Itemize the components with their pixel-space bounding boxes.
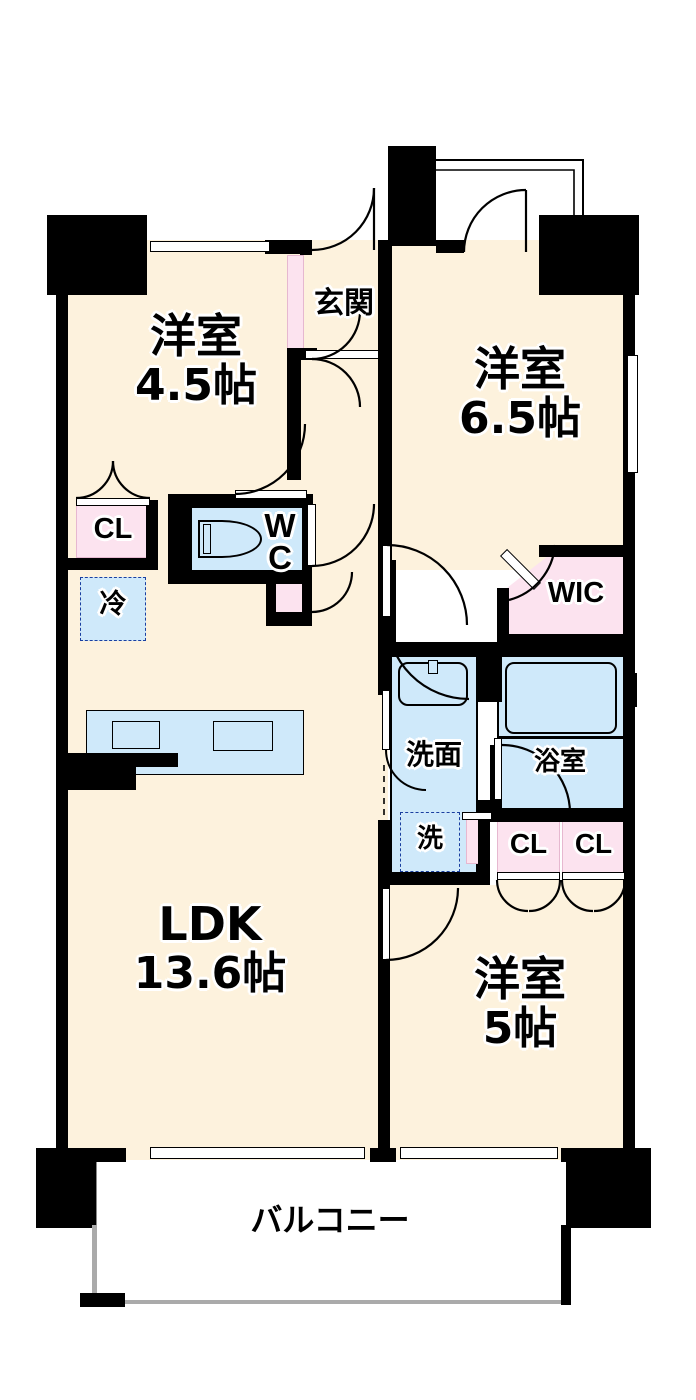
kitchen-sink (112, 721, 160, 749)
door-slab-washer-closet[interactable] (462, 812, 492, 820)
exterior-wall-right-lower (623, 655, 635, 1165)
window-se-balcony (400, 1147, 558, 1159)
label-ldk-size: 13.6帖 (133, 947, 287, 999)
faucet (428, 660, 438, 674)
door-slab-bathroom[interactable] (494, 738, 502, 800)
label-washroom: 洗面 (405, 738, 462, 771)
wall-se-bottom-right (561, 1148, 639, 1162)
wall-wc-closet-bottom (266, 612, 312, 626)
label-washer: 洗 (416, 824, 443, 854)
wall-cl-nw-right (146, 500, 158, 570)
label-wc-c: C (268, 538, 292, 576)
toilet-tank (203, 524, 211, 554)
refrigerator-space (80, 577, 146, 641)
balcony-post-bottom-left (80, 1293, 125, 1307)
balcony-rail-right (561, 1225, 571, 1305)
wall-top-ne (436, 240, 464, 253)
label-bedroom-nw-name: 洋室 (150, 309, 242, 363)
label-balcony: バルコニー (250, 1201, 410, 1239)
label-bathroom: 浴室 (533, 747, 586, 777)
window-ne-right-wall (627, 355, 638, 473)
label-bedroom-ne: 洋室 6.5帖 (420, 342, 620, 444)
closet-cl-se-2 (562, 820, 625, 875)
closet-cl-nw (76, 505, 150, 558)
label-wic: WIC (547, 577, 605, 609)
door-slab-cl-nw[interactable] (76, 498, 150, 506)
balcony-area (96, 1162, 566, 1302)
wall-bathroom-left (490, 642, 502, 702)
door-slab-cl-se-2[interactable] (562, 872, 625, 880)
wall-wic-left (497, 588, 509, 646)
door-slab-se-bedroom[interactable] (382, 888, 390, 960)
label-bedroom-se-name: 洋室 (474, 952, 566, 1006)
corner-block-entry-top (388, 146, 436, 246)
balcony-rail-bottom (92, 1300, 567, 1304)
wall-cl-nw-bottom (68, 558, 150, 570)
wall-entrance-left (300, 240, 312, 255)
door-slab-entrance-inner[interactable] (305, 350, 379, 359)
washer-pan (400, 812, 460, 872)
door-slab-washroom[interactable] (382, 690, 390, 750)
floor-bedroom-ne-ext (390, 240, 545, 570)
wall-entrance-vert (378, 240, 392, 640)
door-slab-ne-to-hall[interactable] (382, 545, 391, 617)
label-ldk-name: LDK (158, 897, 262, 951)
wall-wic-bottom (497, 634, 635, 646)
label-wc-w: W (264, 507, 296, 544)
label-bedroom-ne-size: 6.5帖 (459, 392, 581, 444)
label-ldk: LDK 13.6帖 (95, 897, 325, 999)
floor-se-corridor (497, 880, 635, 940)
label-bedroom-se: 洋室 5帖 (420, 952, 620, 1054)
wall-wc-left (168, 494, 190, 584)
wall-top-nw-right (265, 240, 311, 254)
label-bedroom-nw: 洋室 4.5帖 (86, 309, 306, 411)
wall-ldk-bottom-left (56, 1148, 126, 1162)
label-refrigerator: 冷 (99, 589, 127, 620)
label-bedroom-ne-name: 洋室 (474, 342, 566, 396)
balcony-rail-left (92, 1225, 97, 1305)
door-slab-nw-bedroom[interactable] (235, 490, 307, 499)
wall-top-nw (56, 240, 86, 252)
label-wc: W C (258, 507, 302, 576)
wall-cl-se-top (490, 808, 635, 822)
window-nw-bedroom (150, 241, 270, 252)
label-cl-se-2: CL (574, 828, 613, 859)
exterior-wall-left (56, 240, 68, 1160)
wall-ne-notch (539, 240, 623, 295)
label-bedroom-se-size: 5帖 (482, 1002, 558, 1054)
label-cl-nw: CL (93, 513, 133, 545)
label-bedroom-nw-size: 4.5帖 (135, 359, 257, 411)
door-slab-wc[interactable] (307, 504, 316, 566)
window-ldk-balcony (150, 1147, 365, 1159)
wall-ldk-bottom-mid (370, 1148, 396, 1162)
wall-kitchen-stub2 (68, 753, 178, 767)
wall-wc-closet-left (266, 570, 276, 626)
wall-wic-top (539, 545, 635, 557)
door-slab-cl-se-1[interactable] (497, 872, 560, 880)
label-entrance: 玄関 (314, 286, 374, 321)
label-cl-se-1: CL (509, 828, 548, 859)
wall-central-vertical (378, 655, 390, 695)
wall-washroom-right (478, 642, 490, 702)
wall-washroom-bottom (378, 872, 490, 885)
kitchen-stove (213, 721, 273, 751)
bathtub (505, 662, 617, 734)
bathroom-divider (497, 736, 625, 739)
